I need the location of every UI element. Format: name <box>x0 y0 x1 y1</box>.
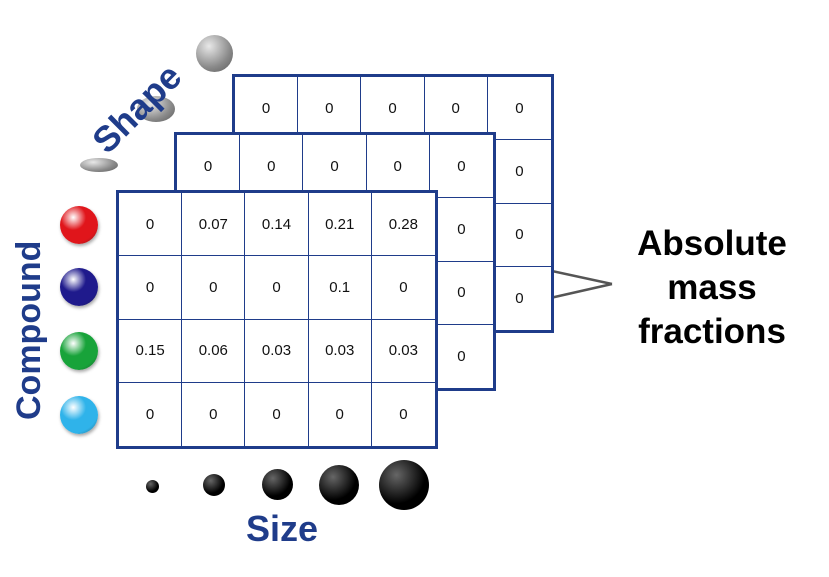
matrix-cell: 0.07 <box>182 193 246 257</box>
shape-sphere-icon <box>196 35 233 72</box>
compound-green-icon <box>60 332 98 370</box>
matrix-cell: 0.03 <box>308 319 372 383</box>
matrix-cell: 0 <box>457 347 466 365</box>
annotation-line-2: mass <box>667 268 757 307</box>
matrix-cell: 0 <box>371 256 435 320</box>
size-xs-icon <box>146 480 159 493</box>
matrix-cell: 0.1 <box>308 256 372 320</box>
compound-red-icon <box>60 206 98 244</box>
annotation-line-3: fractions <box>638 312 786 351</box>
matrix-cell: 0 <box>119 256 183 320</box>
matrix-cell: 0 <box>119 382 183 446</box>
matrix-cell: 0 <box>399 405 408 423</box>
matrix-cell: 0 <box>487 77 551 141</box>
matrix-cell: 0 <box>515 289 524 307</box>
matrix-cell: 0.03 <box>245 319 309 383</box>
size-m-icon <box>262 469 293 500</box>
matrix-cell: 0 <box>235 77 299 141</box>
matrix-cell: 0 <box>487 140 551 204</box>
matrix-cell: 0.14 <box>245 193 309 257</box>
matrix-cell: 0 <box>429 198 493 262</box>
matrix-cell: 0 <box>361 77 425 141</box>
matrix-cell: 0 <box>366 135 430 199</box>
compound-axis-label: Compound <box>10 240 48 420</box>
matrix-cell: 0.28 <box>371 193 435 257</box>
size-l-icon <box>319 465 359 505</box>
matrix-cell: 0.21 <box>308 193 372 257</box>
matrix-cell: 0 <box>309 382 372 446</box>
size-xl-icon <box>379 460 429 510</box>
matrix-cell: 0 <box>487 204 551 267</box>
matrix-cell: 0.15 <box>119 319 183 383</box>
shape-oblate-icon <box>137 96 175 122</box>
shape-flat-icon <box>80 158 118 172</box>
size-axis-label: Size <box>246 508 319 549</box>
matrix-cell: 0 <box>182 382 246 446</box>
matrix-cell: 0 <box>298 77 362 141</box>
matrix-cell: 0 <box>177 135 241 199</box>
matrix-cell: 0 <box>429 135 493 199</box>
matrix-cell: 0 <box>424 77 488 141</box>
annotation-line-1: Absolute <box>637 224 787 263</box>
matrix-cell: 0.06 <box>182 319 246 383</box>
matrix-cell: 0 <box>303 135 367 199</box>
compound-blue-icon <box>60 268 98 306</box>
matrix-cell: 0 <box>429 262 493 325</box>
size-s-icon <box>203 474 225 496</box>
compound-cyan-icon <box>60 396 98 434</box>
matrix-cell: 0 <box>245 256 309 320</box>
matrix-cell: 0 <box>182 256 246 320</box>
annotation-label: Absolute mass fractions <box>612 222 812 354</box>
matrix-cell: 0 <box>119 193 183 257</box>
matrix-cell: 0 <box>240 135 304 199</box>
matrix-cell: 0.03 <box>371 320 435 383</box>
matrix-cell: 0 <box>245 382 309 446</box>
